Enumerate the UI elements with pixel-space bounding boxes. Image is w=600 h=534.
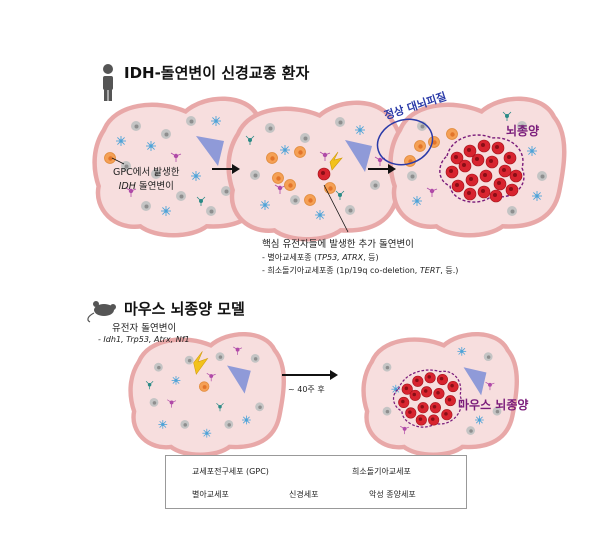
normal-cortex-circle [376, 118, 434, 166]
arrow-2 [368, 164, 396, 174]
mouse-title: 마우스 뇌종양 모델 [124, 300, 245, 318]
lightning-icon [193, 351, 209, 375]
ventricle-shape [196, 136, 224, 166]
arrow-1 [212, 164, 240, 174]
extra-mutation-title: 핵심 유전자들에 발생한 추가 돌연변이 [262, 239, 414, 250]
time-label: ~ 40주 후 [288, 385, 325, 394]
brain-panel-1 [97, 101, 266, 233]
gene-mutation-list: - Idh1, Trp53, Atrx, Nf1 [98, 335, 190, 344]
mouse-brain-2 [366, 336, 515, 452]
legend-tumor: 악성 종양세포 [369, 490, 416, 499]
lightning-icon [329, 151, 343, 171]
brain-panel-2 [231, 105, 400, 237]
oligodendroglioma-line: - 희소돌기아교세포종 (1p/19q co-deletion, TERT, 등… [262, 266, 459, 275]
legend-oligo: 희소돌기아교세포 [352, 467, 411, 476]
gpc-mutation-label: GPC에서 발생한 IDH 돌연변이 [113, 167, 180, 192]
mutated-cell [317, 167, 331, 181]
person-icon [103, 64, 113, 101]
tumor-outline [439, 134, 525, 203]
mouse-icon [87, 301, 116, 323]
brain-tumor-label: 뇌종양 [506, 124, 540, 138]
orange-gpc [104, 152, 116, 164]
legend-gpc: 교세포전구세포 (GPC) [192, 467, 269, 476]
brain-panel-3 [393, 101, 562, 233]
astrocytoma-line: - 별아교세포종 (TP53, ATRX, 등) [262, 253, 379, 262]
gene-mutation-title: 유전자 돌연변이 [112, 323, 177, 334]
leader-line-1 [111, 157, 125, 165]
legend-neuron: 신경세포 [289, 490, 319, 499]
patient-title: IDH-돌연변이 신경교종 환자 [124, 64, 310, 82]
legend-box [165, 455, 467, 509]
mouse-brain-1 [133, 336, 282, 452]
legend-astro: 별아교세포 [192, 490, 229, 499]
leader-line-2 [323, 184, 349, 233]
mouse-tumor-label: 마우스 뇌종양 [458, 398, 529, 412]
arrow-3 [282, 370, 338, 380]
